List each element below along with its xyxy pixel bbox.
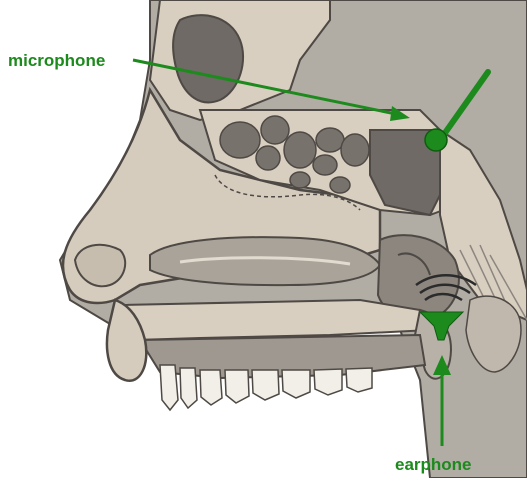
earphone-label: earphone [395,455,472,474]
hard-palate [120,300,430,340]
upper-teeth [160,365,372,410]
head-cross-section [60,0,527,478]
microphone-label: microphone [8,51,105,70]
